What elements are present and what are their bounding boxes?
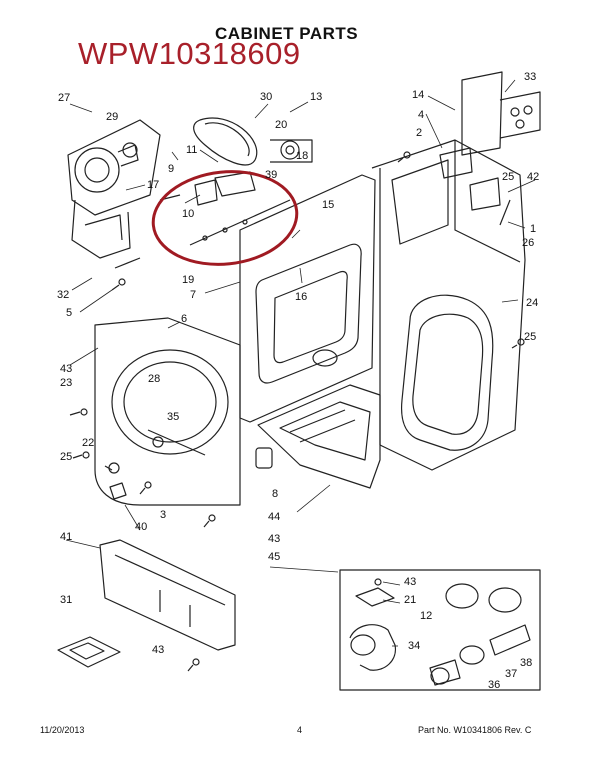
callout-label: 31 — [60, 594, 72, 606]
footer-part-number: Part No. W10341806 Rev. C — [418, 725, 532, 735]
callout-label: 22 — [82, 437, 94, 449]
callout-label: 8 — [272, 488, 278, 500]
callout-label: 45 — [268, 551, 280, 563]
callout-label: 5 — [66, 307, 72, 319]
callout-label: 19 — [182, 274, 194, 286]
callout-label: 28 — [148, 373, 160, 385]
callout-label: 43 — [404, 576, 416, 588]
callout-label: 9 — [168, 163, 174, 175]
callout-label: 7 — [190, 289, 196, 301]
idler-pulley-drawing — [270, 139, 313, 163]
callout-label: 33 — [524, 71, 536, 83]
callout-label: 39 — [265, 169, 277, 181]
callout-label: 17 — [147, 179, 159, 191]
callout-label: 3 — [160, 509, 166, 521]
lamp-bracket-drawing — [159, 171, 291, 246]
callout-label: 18 — [296, 150, 308, 162]
callout-label: 15 — [322, 199, 334, 211]
callout-label: 26 — [522, 237, 534, 249]
callout-label: 44 — [268, 511, 280, 523]
callout-label: 42 — [527, 171, 539, 183]
callout-label: 27 — [58, 92, 70, 104]
callout-label: 10 — [182, 208, 194, 220]
callout-label: 25 — [502, 171, 514, 183]
callout-label: 36 — [488, 679, 500, 691]
front-bulkhead-drawing — [94, 317, 241, 506]
callout-label: 41 — [60, 531, 72, 543]
callout-label: 4 — [418, 109, 424, 121]
leader-lines — [65, 79, 536, 647]
callout-label: 1 — [530, 223, 536, 235]
callout-label: 14 — [412, 89, 424, 101]
callout-label: 43 — [268, 533, 280, 545]
highlight-circle — [151, 170, 299, 266]
page-title: CABINET PARTS — [215, 24, 359, 43]
footer-date: 11/20/2013 — [40, 725, 85, 735]
callout-label: 43 — [60, 363, 72, 375]
front-panel-drawing — [239, 174, 376, 423]
exhaust-kit-drawing — [339, 569, 541, 691]
drive-motor-drawing — [67, 119, 161, 259]
callout-label: 30 — [260, 91, 272, 103]
callout-label: 37 — [505, 668, 517, 680]
cabinet-body-drawing — [371, 139, 526, 471]
callout-label: 40 — [135, 521, 147, 533]
callout-label: 24 — [526, 297, 538, 309]
callout-label: 11 — [186, 144, 197, 156]
control-board-drawing — [439, 71, 541, 211]
toe-panel-drawing — [99, 539, 236, 651]
callout-label: 20 — [275, 119, 287, 131]
cover-plate-drawing — [57, 636, 121, 668]
callout-label: 43 — [152, 644, 164, 656]
drive-belt-drawing — [193, 117, 258, 166]
callout-numbers: 27 29 9 17 10 32 5 43 23 25 22 40 41 31 … — [57, 71, 539, 691]
callout-label: 16 — [295, 291, 307, 303]
callout-label: 34 — [408, 640, 420, 652]
callout-label: 25 — [60, 451, 72, 463]
callout-label: 32 — [57, 289, 69, 301]
callout-label: 6 — [181, 313, 187, 325]
part-number-stamp: WPW10318609 — [78, 36, 301, 71]
callout-label: 35 — [167, 411, 179, 423]
callout-label: 29 — [106, 111, 118, 123]
footer-page-number: 4 — [297, 725, 303, 735]
callout-label: 38 — [520, 657, 532, 669]
callout-label: 13 — [310, 91, 322, 103]
callout-label: 12 — [420, 610, 432, 622]
callout-label: 2 — [416, 127, 422, 139]
callout-label: 23 — [60, 377, 72, 389]
callout-label: 25 — [524, 331, 536, 343]
cabinet-base-drawing — [257, 384, 381, 489]
callout-label: 21 — [404, 594, 416, 606]
fasteners-drawing — [69, 151, 525, 672]
